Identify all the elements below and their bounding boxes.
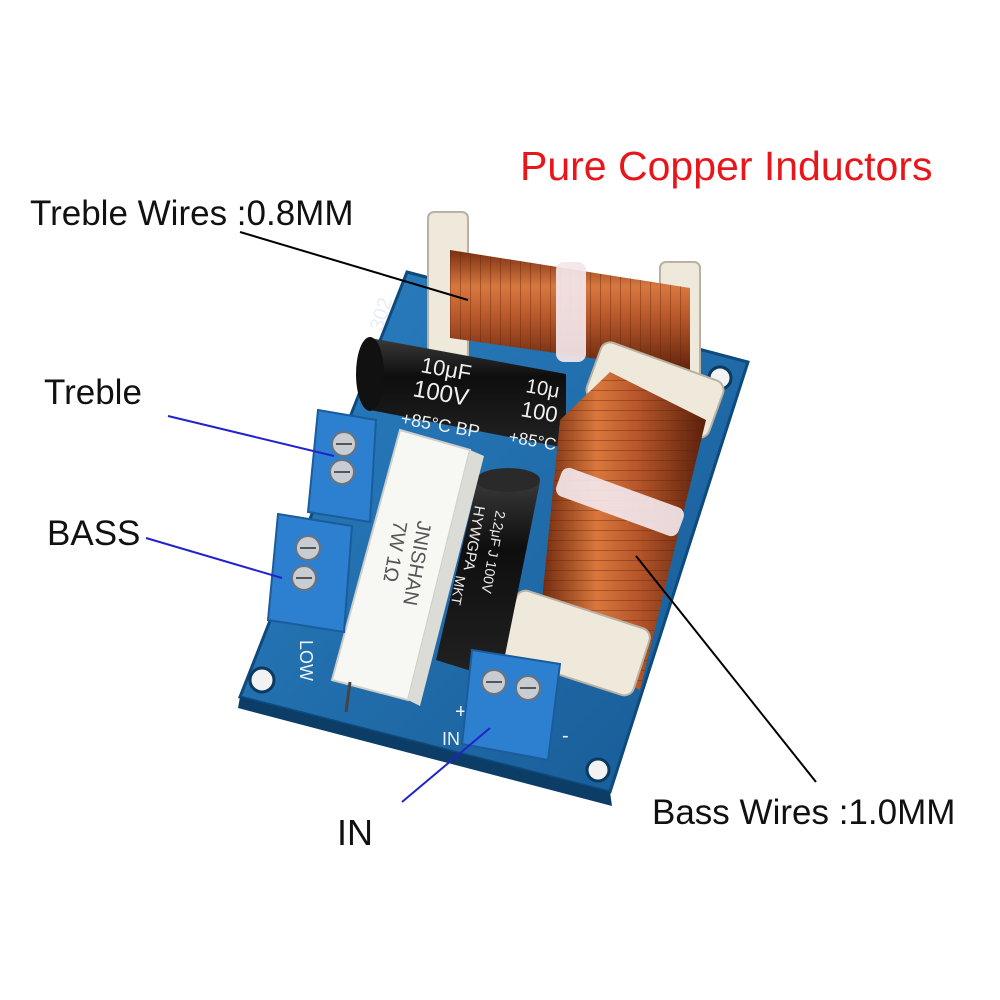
treble-inductor <box>427 211 701 383</box>
callout-input: IN <box>337 812 373 853</box>
power-resistor: JNISHAN 7W 1Ω <box>330 428 484 713</box>
terminal-block-treble <box>306 408 378 524</box>
callout-treble-wires: Treble Wires :0.8MM <box>30 194 354 233</box>
silkscreen-in: IN <box>442 729 460 749</box>
pcb-edge <box>238 697 612 806</box>
mount-hole <box>248 666 276 694</box>
callout-treble: Treble <box>44 373 142 412</box>
leader-bass-wires <box>635 555 817 783</box>
terminal-block-bass <box>266 512 354 634</box>
callout-bass: BASS <box>47 514 141 553</box>
film-cap-type: MKT <box>448 574 469 606</box>
film-capacitor: HYWGPA 2.2μF J 100V MKT <box>436 468 540 680</box>
bass-inductor <box>499 341 725 697</box>
leader-bass <box>145 537 283 579</box>
cable-tie <box>556 467 684 537</box>
leader-treble <box>167 415 335 457</box>
silkscreen-plus: + <box>455 701 467 723</box>
headline-pure-copper-inductors: Pure Copper Inductors <box>520 143 933 189</box>
silkscreen-low: LOW <box>296 640 316 681</box>
cable-tie <box>556 262 586 362</box>
silkscreen-minus: - <box>562 725 569 747</box>
electrolytic-capacitor: 10μF 100V +85°C BP 10μ 100 +85°C <box>356 337 566 454</box>
leader-in <box>401 727 491 803</box>
mount-hole <box>585 757 611 783</box>
terminal-block-input <box>460 648 562 762</box>
callout-bass-wires: Bass Wires :1.0MM <box>652 793 956 832</box>
leader-treble-wires <box>239 231 469 301</box>
